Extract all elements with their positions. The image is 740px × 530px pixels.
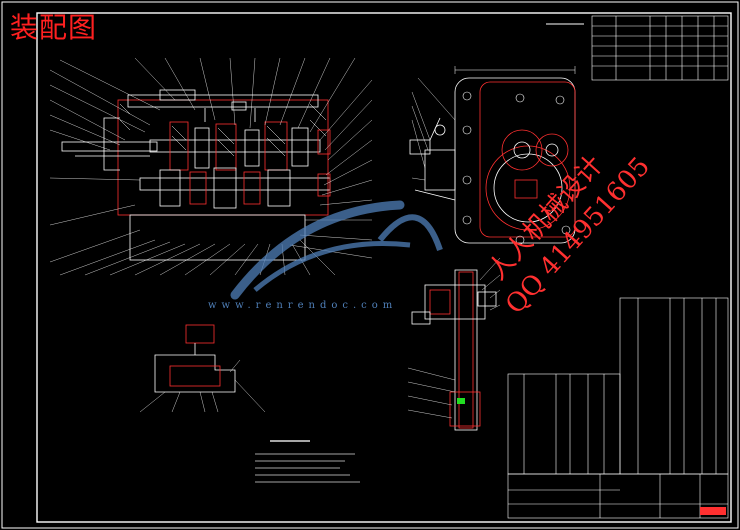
counter-gear-2	[189, 171, 207, 205]
housing-top-flange	[127, 94, 319, 108]
section-hatching	[119, 103, 327, 157]
gear-6	[291, 127, 309, 167]
detail-body	[154, 354, 236, 393]
main-gear-circle	[485, 145, 571, 231]
shift-cap	[409, 139, 431, 155]
counter-gear-5	[267, 169, 291, 207]
watermark-site: www.renrendoc.com	[208, 300, 398, 311]
gear-2	[194, 127, 210, 169]
linkage-section	[407, 257, 501, 431]
gear-3	[215, 123, 237, 171]
linkage-lower-cap	[449, 391, 481, 427]
detail-view	[139, 324, 266, 413]
detail-bore	[169, 365, 221, 387]
technical-notes	[255, 440, 360, 483]
gear-5	[264, 121, 288, 171]
shaft-spline	[514, 179, 538, 199]
linkage-upper-block	[424, 284, 486, 320]
counter-gear-3	[213, 167, 237, 209]
parts-list-table	[507, 297, 729, 519]
front-bearing-cover	[103, 117, 120, 171]
parameter-table	[546, 15, 729, 81]
gear-1	[169, 121, 189, 171]
drawing-title: 装配图	[10, 11, 98, 44]
rear-bearing	[317, 129, 331, 155]
end-housing-inner	[479, 81, 576, 238]
swoosh-logo-icon	[230, 200, 443, 300]
gear-4	[244, 129, 260, 167]
top-cover	[159, 89, 196, 101]
counter-gear-1	[159, 169, 181, 207]
counter-gear-circle	[501, 129, 543, 171]
linkage-shaft-housing	[454, 269, 478, 431]
input-shaft	[61, 141, 158, 152]
title-block	[507, 473, 729, 519]
main-shaft	[149, 139, 321, 153]
bolt-holes	[462, 91, 571, 245]
main-gear-pitch	[493, 153, 563, 223]
highlight-marker	[457, 398, 465, 404]
inner-frame	[36, 12, 732, 523]
end-view	[409, 66, 576, 245]
main-section-view	[61, 89, 331, 261]
breather	[231, 101, 247, 111]
detail-top-part	[185, 324, 215, 344]
linkage-stop	[411, 311, 431, 325]
linkage-shaft	[458, 271, 474, 429]
linkage-arm	[477, 291, 497, 307]
idler-gear-circle	[535, 133, 569, 167]
counter-bearing	[317, 173, 331, 197]
shift-tower	[424, 149, 456, 191]
counter-gear-4	[243, 171, 261, 205]
housing-lower-case	[129, 214, 306, 261]
housing-outline	[117, 99, 329, 216]
countershaft	[139, 177, 331, 191]
part-callout-leaders	[49, 57, 373, 276]
